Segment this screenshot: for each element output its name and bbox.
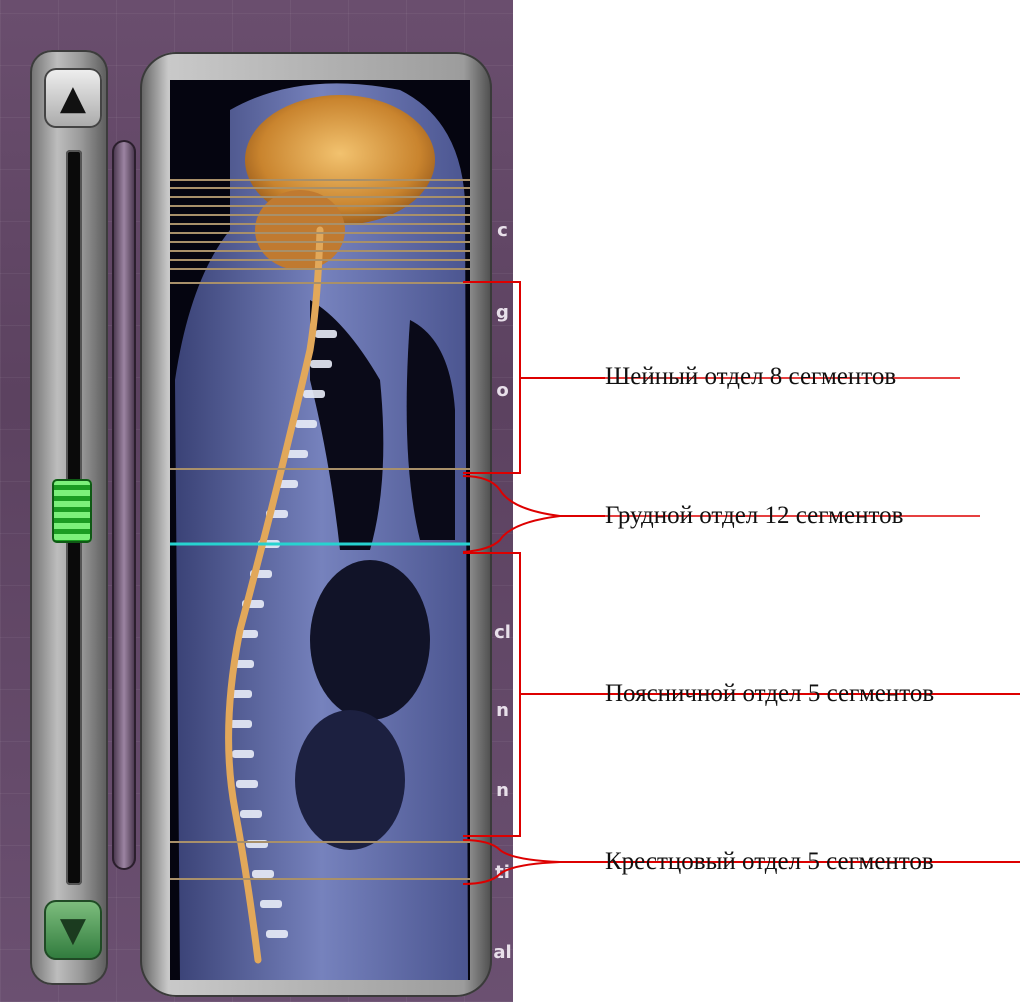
lumbar-label: Поясничной отдел 5 сегментов (605, 680, 934, 708)
sacral-label: Крестцовый отдел 5 сегментов (605, 848, 934, 876)
thoracic-bracket (463, 476, 560, 552)
thoracic-label: Грудной отдел 12 сегментов (605, 502, 903, 530)
cervical-label: Шейный отдел 8 сегментов (605, 363, 896, 391)
lumbar-bracket (463, 553, 520, 836)
sacral-bracket (463, 840, 560, 884)
cervical-bracket (463, 282, 520, 473)
